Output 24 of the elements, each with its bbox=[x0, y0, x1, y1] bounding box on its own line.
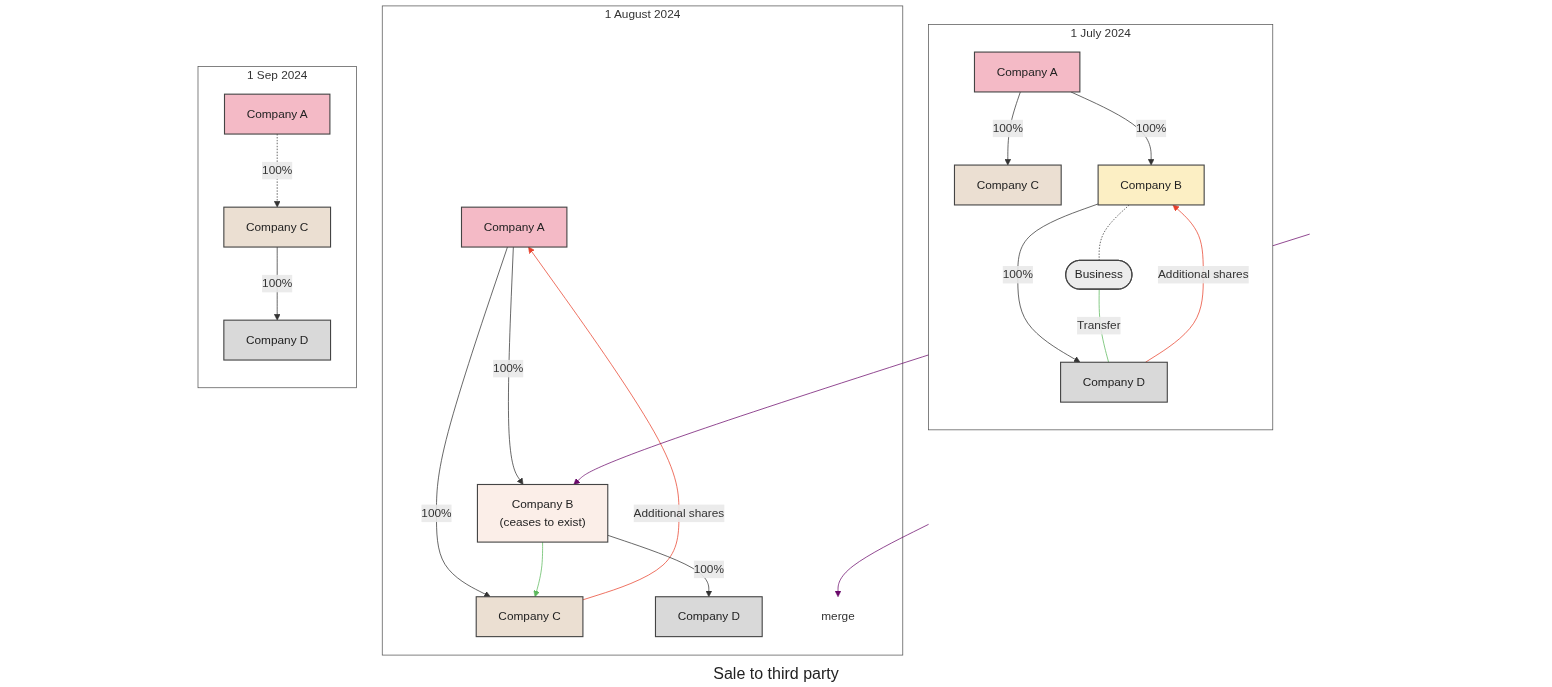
edge-label: 100% bbox=[421, 506, 452, 520]
node-box: Company B bbox=[1097, 164, 1205, 206]
node-box: Company D bbox=[1060, 361, 1168, 403]
edge-label: 100% bbox=[1136, 121, 1167, 135]
edge-label: 100% bbox=[262, 276, 293, 290]
node-text: merge bbox=[821, 610, 855, 623]
edge-label: Additional shares bbox=[633, 506, 725, 520]
node-box: Company D bbox=[654, 596, 763, 638]
edge-label: 100% bbox=[992, 121, 1023, 135]
edge-label: 100% bbox=[493, 361, 524, 375]
node-box: Company A bbox=[460, 206, 568, 248]
node-box: Company C bbox=[475, 596, 584, 638]
edge-label: Transfer bbox=[1077, 319, 1121, 332]
node-box: Company D bbox=[223, 319, 332, 361]
edge-label: 100% bbox=[262, 163, 293, 177]
edge-label: 100% bbox=[693, 562, 724, 576]
edge-label: Additional shares bbox=[1157, 268, 1249, 281]
edge-label: 100% bbox=[1002, 268, 1033, 281]
node-box: Company B (ceases to exist) bbox=[476, 483, 609, 543]
node-box: Company A bbox=[973, 51, 1081, 93]
note-text: Sale to third party bbox=[713, 665, 839, 683]
node-box: Company C bbox=[223, 206, 332, 248]
node-box: Company A bbox=[223, 93, 331, 135]
node-box: Company C bbox=[953, 164, 1062, 206]
